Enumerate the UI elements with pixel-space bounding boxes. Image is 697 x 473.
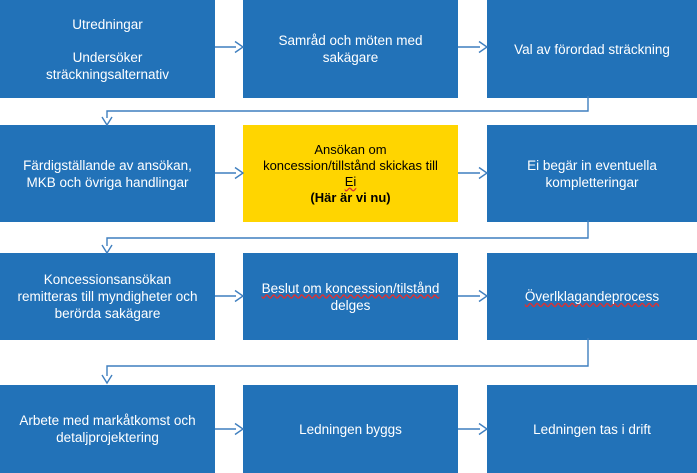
flow-node-current-position-label: (Här är vi nu) bbox=[310, 189, 391, 205]
flow-node-ledningen-tas-i-drift[interactable]: Ledningen tas i drift bbox=[487, 385, 697, 473]
flow-node-overklagandeprocess[interactable]: Överlklagandeprocess bbox=[487, 253, 697, 340]
arrow-connector-horizontal bbox=[457, 38, 489, 56]
flow-node-ansokan-skickas-till-ei-current[interactable]: Ansökan om koncession/tillstånd skickas … bbox=[243, 125, 458, 222]
flow-node-ei-begar-kompletteringar[interactable]: Ei begär in eventuella kompletteringar bbox=[487, 125, 697, 222]
flow-node-line: Färdigställande av ansökan, bbox=[23, 157, 192, 173]
flow-node-line: sakägare bbox=[322, 50, 379, 65]
flow-node-line: Ei begär in eventuella bbox=[527, 157, 657, 173]
flow-node-arbete-markatkomst[interactable]: Arbete med markåtkomst och detaljprojekt… bbox=[0, 385, 215, 473]
flow-node-koncessionsansokan-remitteras[interactable]: Koncessionsansökan remitteras till myndi… bbox=[0, 253, 215, 340]
flow-node-val-av-forordad-strackning[interactable]: Val av förordad sträckning bbox=[487, 0, 697, 98]
arrow-connector-horizontal bbox=[457, 420, 489, 438]
arrow-connector-horizontal bbox=[457, 287, 489, 305]
flow-node-line: Val av förordad sträckning bbox=[514, 41, 670, 57]
flow-node-line-spellchecked: Överlklagandeprocess bbox=[524, 289, 660, 304]
flow-node-line: berörda sakägare bbox=[54, 306, 161, 321]
arrow-connector-horizontal bbox=[214, 420, 245, 438]
arrow-connector-horizontal bbox=[457, 164, 489, 182]
flow-node-line: Ledningen tas i drift bbox=[533, 421, 651, 437]
flow-node-line: koncession/tillstånd skickas till bbox=[263, 157, 438, 173]
flow-node-line: delges bbox=[330, 297, 371, 313]
flow-node-line: Arbete med markåtkomst och bbox=[19, 413, 196, 428]
flow-node-samrad-och-moten[interactable]: Samråd och möten med sakägare bbox=[243, 0, 458, 98]
flow-node-line: Undersöker bbox=[72, 49, 143, 65]
arrow-connector-horizontal bbox=[214, 287, 245, 305]
arrow-connector-horizontal bbox=[214, 164, 245, 182]
flow-node-line: remitteras till myndigheter och bbox=[17, 289, 198, 304]
flow-node-line-spellchecked: Ei bbox=[344, 173, 357, 189]
arrow-connector-wraparound bbox=[100, 96, 596, 127]
flow-node-ledningen-byggs[interactable]: Ledningen byggs bbox=[243, 385, 458, 473]
flow-node-line: detaljprojektering bbox=[56, 430, 159, 445]
flow-node-line: Ledningen byggs bbox=[299, 421, 402, 437]
arrow-connector-horizontal bbox=[214, 38, 245, 56]
flow-node-fardigstallande-av-ansokan[interactable]: Färdigställande av ansökan, MKB och övri… bbox=[0, 125, 215, 222]
flow-node-beslut-delges[interactable]: Beslut om koncession/tilstånd delges bbox=[243, 253, 458, 340]
arrow-connector-wraparound bbox=[100, 220, 596, 256]
flow-node-line: Samråd och möten med bbox=[278, 33, 423, 48]
flow-node-line-spellchecked: Beslut om koncession/tilstånd bbox=[261, 280, 440, 296]
flow-node-line: Ansökan om bbox=[314, 141, 387, 157]
flow-node-line: MKB och övriga handlingar bbox=[26, 174, 189, 190]
flow-node-line: Utredningar bbox=[72, 16, 143, 32]
arrow-connector-wraparound bbox=[100, 338, 596, 388]
flow-node-line: Koncessionsansökan bbox=[43, 272, 172, 287]
flow-node-line: kompletteringar bbox=[545, 174, 639, 190]
flow-node-line: sträckningsalternativ bbox=[45, 66, 170, 82]
flow-node-utredningar[interactable]: Utredningar Undersöker sträckningsaltern… bbox=[0, 0, 215, 98]
